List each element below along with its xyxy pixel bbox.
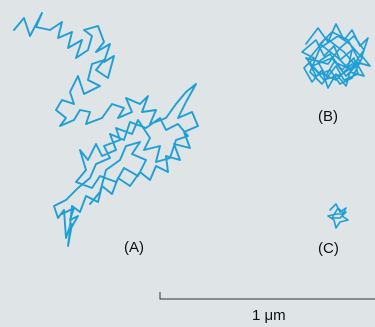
label-a: (A): [124, 239, 144, 256]
trajectory-a-path: [13, 12, 199, 239]
trajectory-a-tail: [61, 207, 79, 247]
trajectory-c-path: [327, 203, 349, 229]
trajectory-b-path: [301, 23, 371, 89]
label-b: (B): [318, 108, 338, 125]
trajectory-a: [13, 12, 199, 247]
scale-bar: [159, 292, 375, 300]
trajectory-c: [327, 203, 349, 229]
label-c: (C): [318, 240, 339, 257]
scale-bar-label: 1 μm: [252, 307, 286, 324]
scale-bar-line: [159, 292, 375, 300]
trajectory-b: [301, 23, 371, 89]
